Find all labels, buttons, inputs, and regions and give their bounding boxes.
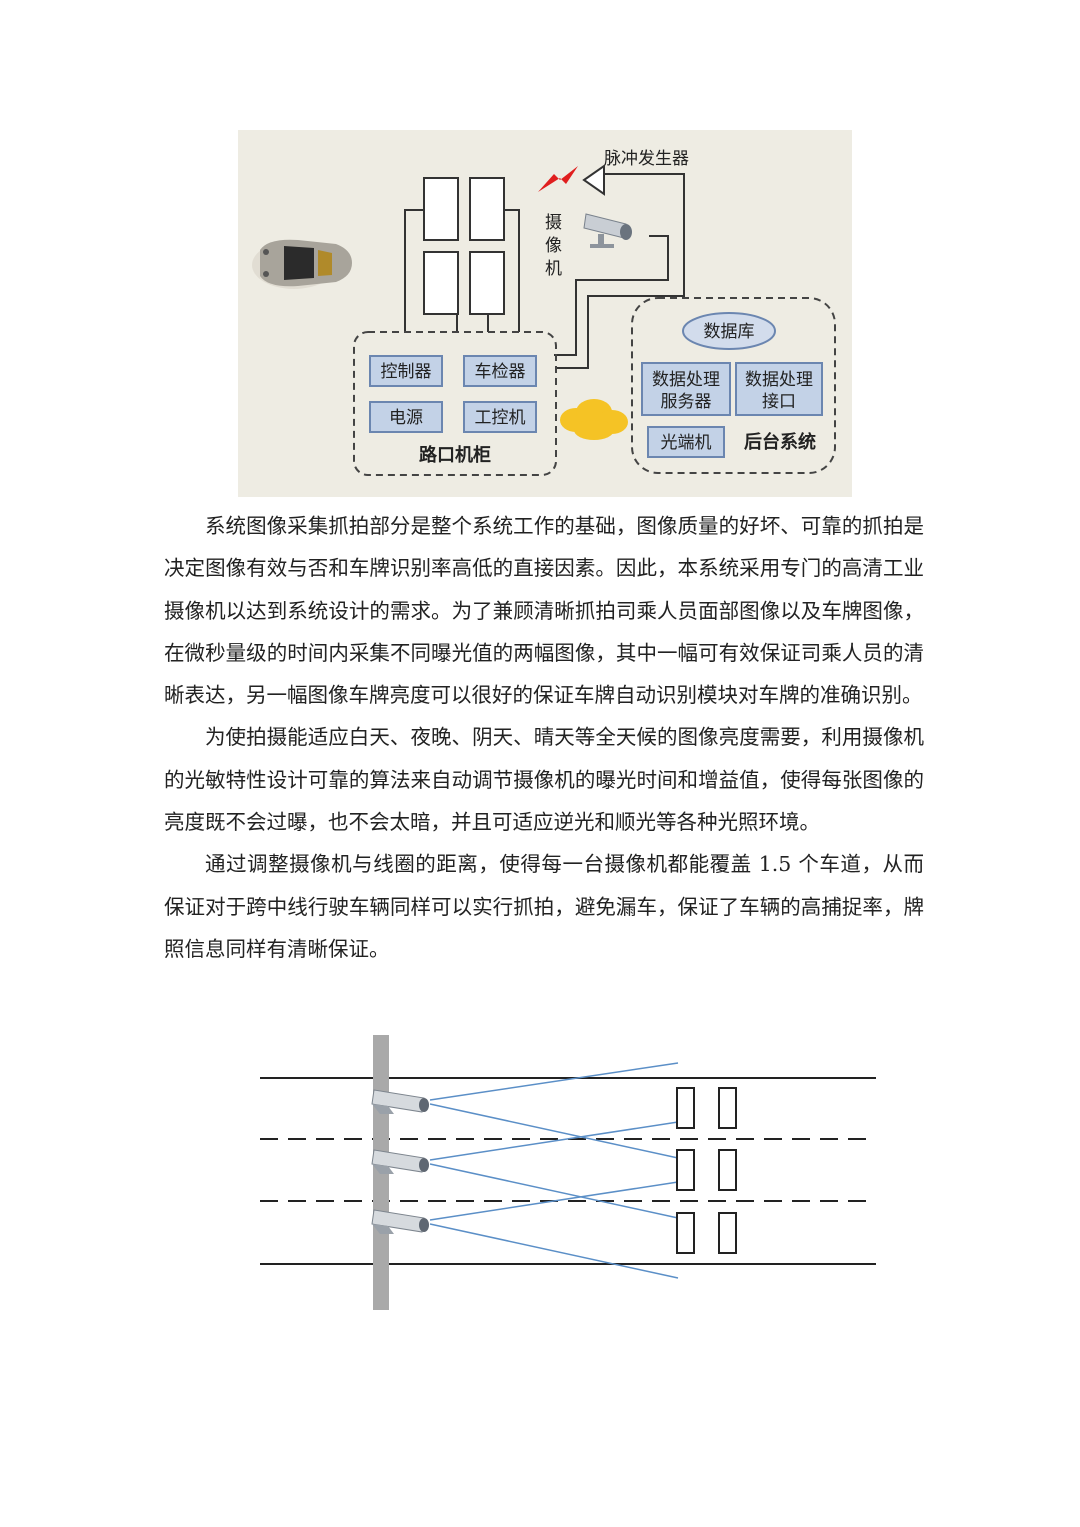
controller-module xyxy=(369,355,443,387)
backend-title: 后台系统 xyxy=(744,431,816,453)
processing-interface-label-1: 数据处理 xyxy=(745,370,813,390)
processing-server-label-2: 服务器 xyxy=(661,392,712,412)
loop-top-right xyxy=(469,177,505,241)
processing-interface-module xyxy=(735,362,823,416)
camera-sight-lines xyxy=(429,1062,679,1279)
controller-label: 控制器 xyxy=(381,362,432,382)
loop-lane3-a xyxy=(676,1212,695,1254)
cabinet-title: 路口机柜 xyxy=(419,444,491,466)
loop-lane2-b xyxy=(718,1149,737,1191)
power-label: 电源 xyxy=(389,408,423,428)
body-text: 系统图像采集抓拍部分是整个系统工作的基础，图像质量的好坏、可靠的抓拍是决定图像有… xyxy=(164,505,924,970)
backend-system xyxy=(631,297,836,474)
camera-label-3: 机 xyxy=(545,259,562,279)
vehicle-detector-label: 车检器 xyxy=(475,362,526,382)
system-architecture-diagram: 脉冲发生器 摄 像 机 控制器 车检器 电源 工控机 路口机柜 数据库 数据处理… xyxy=(238,130,852,497)
camera-icon xyxy=(371,1089,429,1114)
paragraph-lane-coverage: 通过调整摄像机与线圈的距离，使得每一台摄像机都能覆盖 1.5 个车道，从而保证对… xyxy=(164,852,924,961)
processing-server-module xyxy=(641,362,731,416)
loop-bottom-left xyxy=(423,251,459,315)
camera-label-2: 像 xyxy=(545,236,562,256)
camera-icon xyxy=(583,213,632,248)
pulse-generator-label: 脉冲发生器 xyxy=(604,149,689,169)
camera-icon xyxy=(371,1149,429,1174)
vehicle-detector-module xyxy=(463,355,537,387)
wiring xyxy=(404,173,685,369)
paragraph-image-capture: 系统图像采集抓拍部分是整个系统工作的基础，图像质量的好坏、可靠的抓拍是决定图像有… xyxy=(164,514,924,708)
loop-lane1-b xyxy=(718,1087,737,1129)
database-label: 数据库 xyxy=(704,322,755,342)
paragraph-exposure-adjust: 为使拍摄能适应白天、夜晚、阴天、晴天等全天候的图像亮度需要，利用摄像机的光敏特性… xyxy=(164,725,924,835)
loop-lane1-a xyxy=(676,1087,695,1129)
car-icon xyxy=(252,239,352,289)
camera-icon xyxy=(371,1209,429,1234)
loop-lane3-b xyxy=(718,1212,737,1254)
detector-loops xyxy=(676,1087,737,1254)
lane-coverage-diagram xyxy=(260,1035,876,1310)
loop-lane2-a xyxy=(676,1149,695,1191)
optical-terminal-label: 光端机 xyxy=(661,433,712,453)
processing-server-label-1: 数据处理 xyxy=(652,370,720,390)
intersection-cabinet xyxy=(353,331,557,476)
loop-bottom-right xyxy=(469,251,505,315)
camera-label-1: 摄 xyxy=(545,213,562,233)
power-module xyxy=(369,401,443,433)
industrial-pc-module xyxy=(463,401,537,433)
pulse-generator-icon xyxy=(582,164,605,196)
network-cloud-icon xyxy=(560,399,628,440)
loop-top-left xyxy=(423,177,459,241)
optical-terminal-module xyxy=(647,426,725,458)
diagram-background xyxy=(238,130,852,497)
signal-bolt-icon xyxy=(538,166,578,192)
industrial-pc-label: 工控机 xyxy=(475,408,526,428)
processing-interface-label-2: 接口 xyxy=(762,392,796,412)
database-node xyxy=(682,312,776,350)
